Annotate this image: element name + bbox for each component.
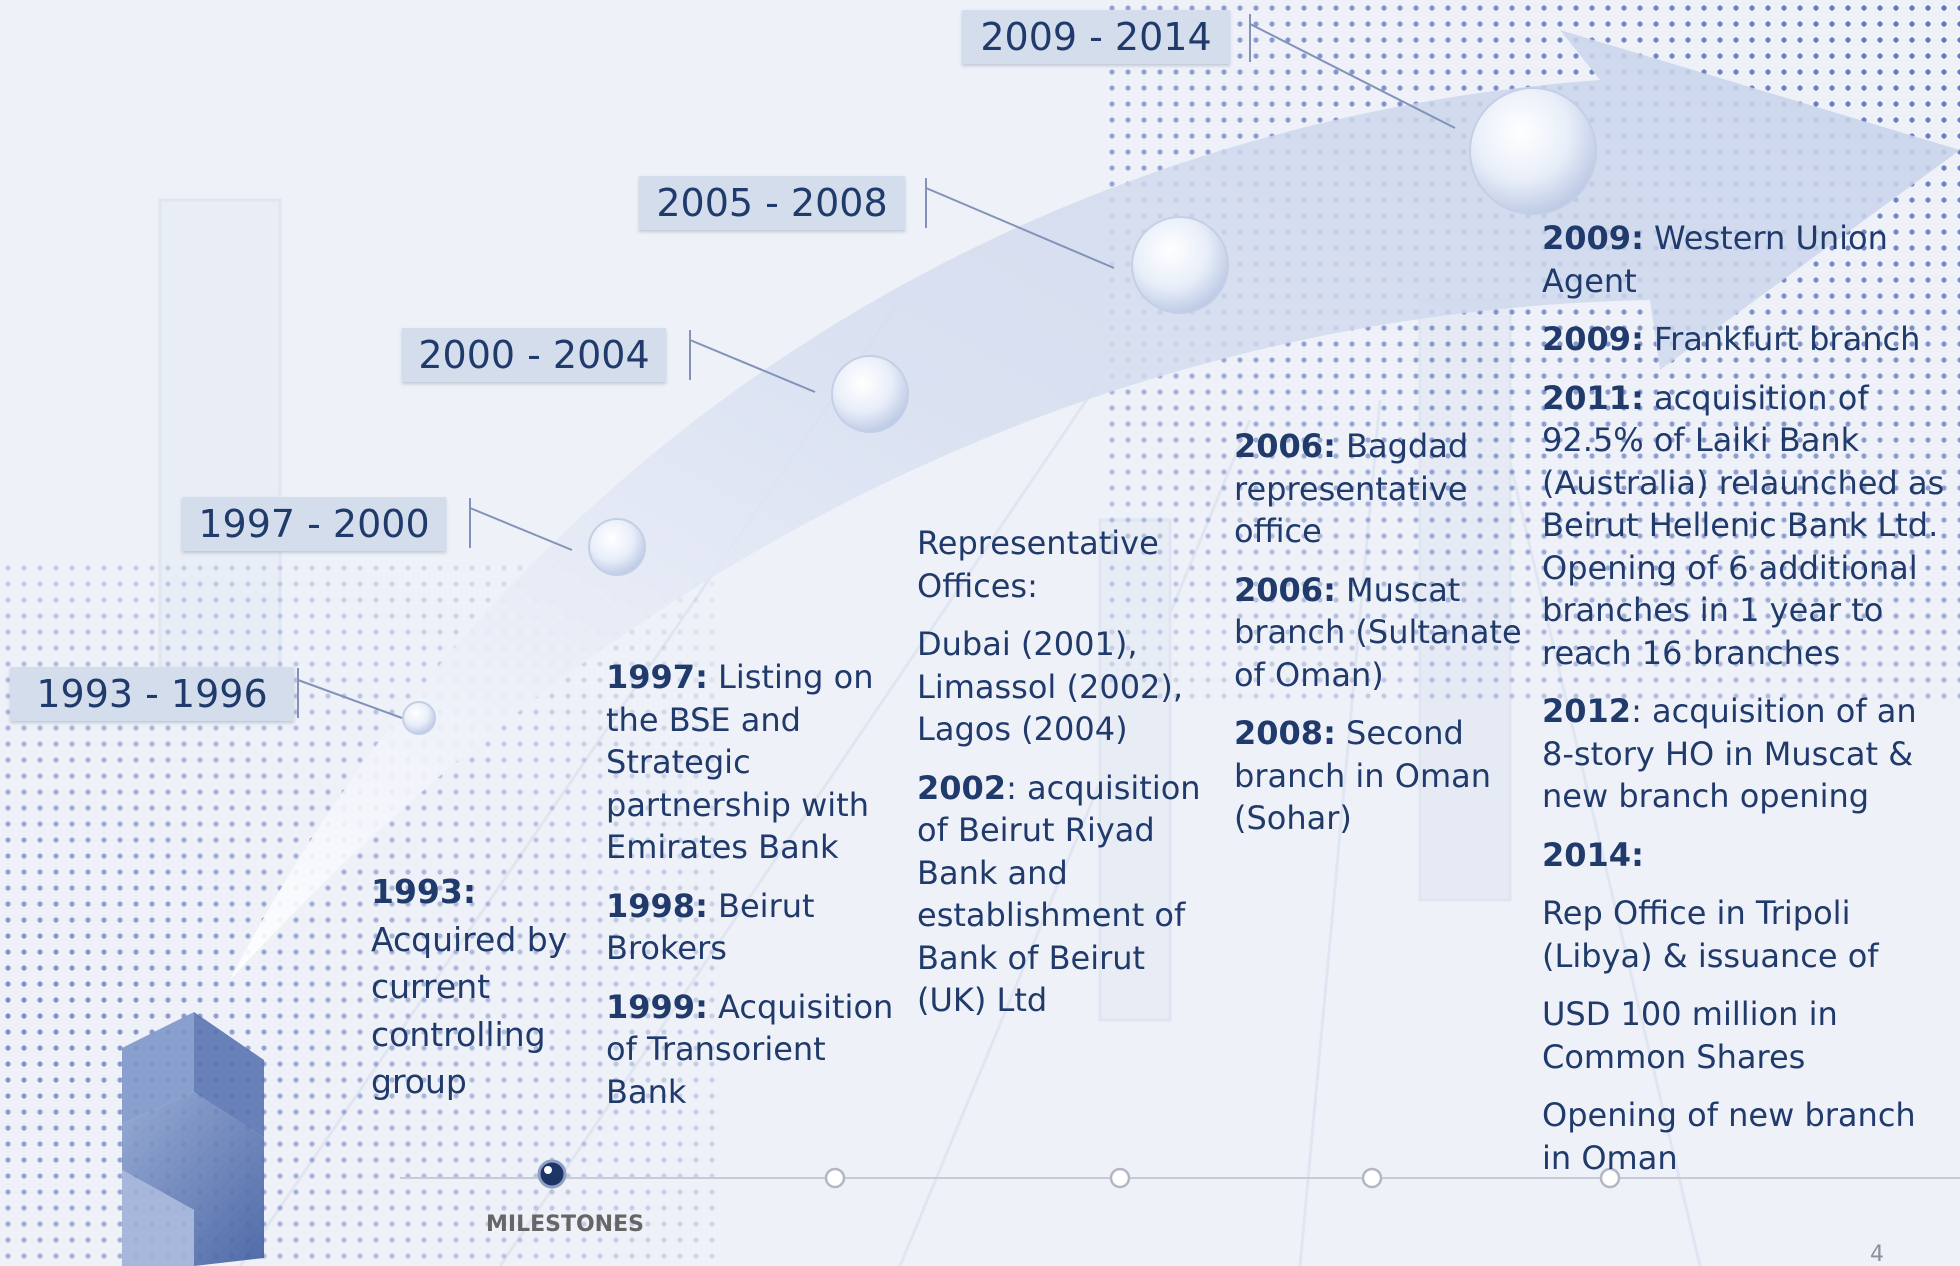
milestone-2012: 2012: acquisition of an 8-story HO in Mu…: [1542, 692, 1917, 815]
text-1993: Acquired by current controlling group: [371, 919, 568, 1102]
milestone-2006-muscat: 2006: Muscat branch (Sultanate of Oman): [1234, 570, 1522, 694]
rep-offices-list: Dubai (2001), Limassol (2002), Lagos (20…: [917, 625, 1184, 748]
milestone-2011: 2011: acquisition of 92.5% of Laiki Bank…: [1542, 378, 1945, 672]
milestone-2009-western-union: 2009: Western Union Agent: [1542, 219, 1888, 300]
column-1993: 1993: Acquired by current controlling gr…: [371, 868, 576, 1106]
milestone-2014-shares: USD 100 million in Common Shares: [1542, 995, 1838, 1076]
milestone-1998: 1998: Beirut Brokers: [606, 886, 815, 968]
timeline-bubbles: [402, 87, 1597, 735]
column-1997-2000: 1997: Listing on the BSE and Strategic p…: [606, 656, 901, 1129]
period-label-2005: 2005 - 2008: [639, 176, 905, 230]
column-2005-2008: 2006: Bagdad representative office 2006:…: [1234, 425, 1522, 856]
milestone-2014-tripoli: Rep Office in Tripoli (Libya) & issuance…: [1542, 894, 1879, 975]
footer-milestones-label: MILESTONES: [486, 1212, 644, 1237]
milestone-2014-oman-branch: Opening of new branch in Oman: [1542, 1096, 1916, 1177]
column-2009-2014: 2009: Western Union Agent 2009: Frankfur…: [1542, 217, 1954, 1195]
milestone-1997: 1997: Listing on the BSE and Strategic p…: [606, 658, 874, 866]
period-label-1993: 1993 - 1996: [10, 667, 294, 721]
page-number: 4: [1870, 1242, 1884, 1266]
milestone-2002: 2002: acquisition of Beirut Riyad Bank a…: [917, 768, 1201, 1020]
milestone-2014-year: 2014:: [1542, 835, 1644, 874]
milestone-2008: 2008: Second branch in Oman (Sohar): [1234, 714, 1491, 837]
period-label-1997: 1997 - 2000: [182, 497, 446, 551]
rep-offices-title: Representative Offices:: [917, 524, 1159, 605]
period-label-2009: 2009 - 2014: [962, 10, 1230, 64]
bank-logo: [122, 1012, 264, 1266]
milestone-1999: 1999: Acquisition of Transorient Bank: [606, 987, 894, 1111]
period-label-2000: 2000 - 2004: [402, 328, 666, 382]
milestone-2009-frankfurt: 2009: Frankfurt branch: [1542, 320, 1921, 358]
column-2000-2004: Representative Offices: Dubai (2001), Li…: [917, 522, 1209, 1038]
year-1993: 1993:: [371, 872, 477, 911]
milestone-2006-bagdad: 2006: Bagdad representative office: [1234, 427, 1469, 550]
